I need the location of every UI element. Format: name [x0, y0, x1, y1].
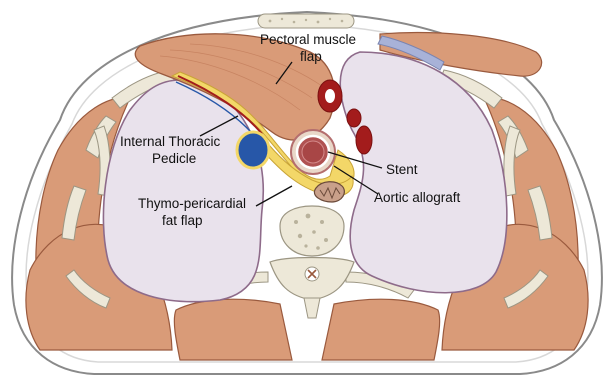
- pectoral-label-line1: Pectoral muscle: [260, 32, 356, 47]
- stent-label: Stent: [386, 162, 418, 177]
- pulmonary-vein: [237, 132, 269, 168]
- vertebral-body: [280, 206, 344, 256]
- stent-inner: [302, 141, 324, 163]
- left-back-muscle: [174, 299, 292, 360]
- thymo-label-line2: fat flap: [162, 213, 203, 228]
- aortic-allograft-label: Aortic allograft: [374, 190, 461, 205]
- superior-vessel-3: [356, 126, 372, 154]
- superior-vessel-1-lumen: [325, 89, 335, 103]
- left-lung: [103, 80, 263, 302]
- internal-thoracic-label-line1: Internal Thoracic: [120, 134, 221, 149]
- thymo-label-line1: Thymo-pericardial: [138, 196, 246, 211]
- internal-thoracic-label-line2: Pedicle: [152, 151, 196, 166]
- pectoral-label-line2: flap: [300, 49, 322, 64]
- superior-vessel-2: [347, 109, 361, 127]
- right-back-muscle: [322, 299, 440, 360]
